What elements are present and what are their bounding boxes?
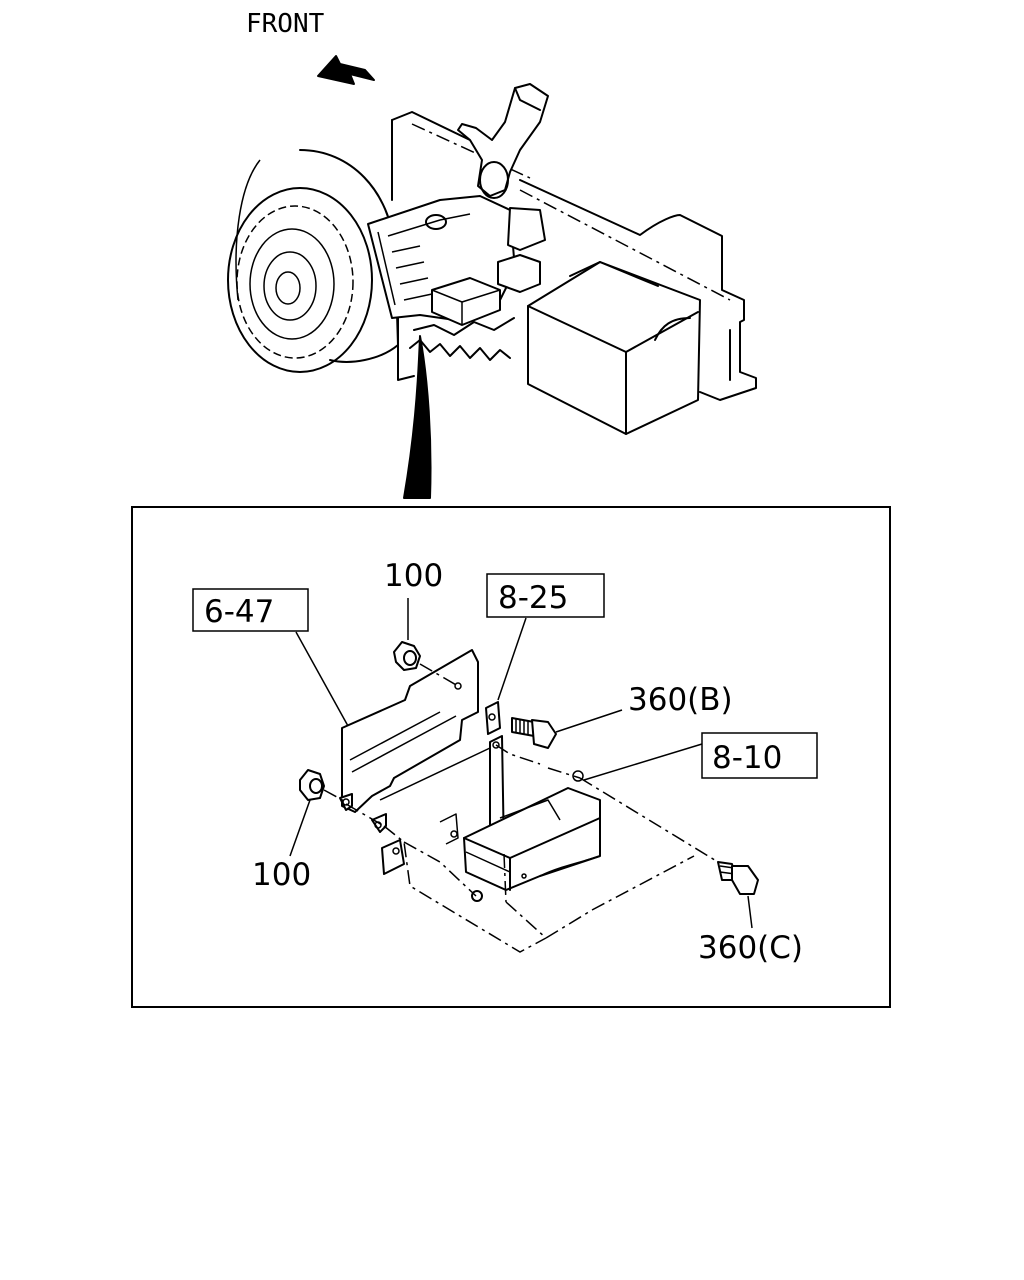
assembly-lines [323,663,719,953]
harness-ref-upper-label: 8-25 [498,580,568,616]
nut-upper-label: 100 [384,558,443,594]
harness-ref-lower-label: 8-10 [712,740,782,776]
front-direction-arrow [317,55,375,85]
battery-drawing [527,261,701,435]
exploded-detail [289,598,759,953]
detail-frame [131,506,891,1008]
leader-lines [289,598,753,929]
fuse-box-detail-drawing [463,770,601,902]
bracket-ref-label: 6-47 [204,594,274,630]
bolt-c-drawing [717,861,759,895]
bracket-plate-drawing [341,649,479,813]
front-direction-label: FRONT [246,9,325,39]
detail-leader [403,335,432,499]
nut-upper-drawing [393,641,421,671]
nut-lower-label: 100 [252,857,311,893]
nut-lower-drawing [299,769,325,801]
bolt-c-label: 360(C) [698,930,803,966]
shift-lever-drawing [457,83,549,199]
frame-drawing [391,111,757,401]
tire-drawing [227,149,399,373]
bolt-b-drawing [511,717,557,749]
bracket-ref-box [192,588,309,632]
bolt-b-label: 360(B) [628,682,733,718]
vehicle-overview: FRONT [227,9,757,499]
fuse-box-drawing [367,195,546,381]
harness-ref-lower-box [701,732,818,779]
harness-ref-upper-box [486,573,605,618]
callout-labels: 6-47 8-25 8-10 100 100 360(B) 360(C) [192,558,818,966]
